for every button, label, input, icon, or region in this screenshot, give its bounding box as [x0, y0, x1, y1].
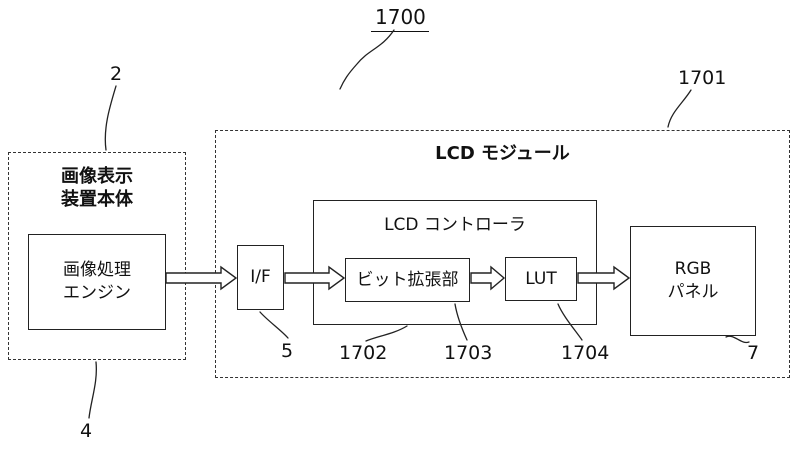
leader-line-1701: [667, 89, 692, 128]
rgb-panel-label-line2: パネル: [667, 282, 719, 302]
image-processing-engine-box: 画像処理 エンジン: [28, 234, 166, 330]
rgb-panel-box: RGB パネル: [630, 226, 756, 336]
rgb-panel-label-line1: RGB: [674, 259, 712, 280]
leader-line-1700: [339, 29, 395, 90]
lut-box: LUT: [505, 257, 577, 301]
device-body-title: 画像表示 装置本体: [9, 165, 185, 212]
leader-line-4: [88, 361, 98, 419]
lcd-module-dashed-box: LCD モジュール: [215, 130, 790, 378]
leader-line-2: [104, 85, 117, 151]
device-body-title-line2: 装置本体: [61, 189, 133, 211]
ref-rgb-panel: 7: [747, 342, 760, 364]
device-body-dashed-box: 画像表示 装置本体: [8, 152, 186, 360]
engine-label-line2: エンジン: [63, 283, 131, 303]
bit-extension-label: ビット拡張部: [356, 269, 459, 290]
lut-label: LUT: [525, 268, 557, 289]
rgb-panel-label: RGB パネル: [668, 258, 719, 304]
lcd-module-title: LCD モジュール: [435, 143, 570, 164]
device-body-title-line1: 画像表示: [61, 166, 133, 187]
ref-bit-extension: 1703: [444, 342, 493, 364]
engine-label-line1: 画像処理: [63, 260, 131, 281]
ref-lcd-module: 1701: [678, 67, 727, 89]
interface-label: I/F: [250, 267, 271, 288]
ref-device: 2: [110, 63, 123, 85]
figure-ref-main: 1700: [371, 5, 429, 32]
ref-device-body: 4: [80, 420, 93, 442]
interface-box: I/F: [237, 245, 284, 310]
ref-interface: 5: [281, 340, 294, 362]
bit-extension-box: ビット拡張部: [345, 258, 470, 302]
lcd-controller-title: LCD コントローラ: [384, 215, 526, 235]
ref-lut: 1704: [561, 342, 610, 364]
ref-lcd-controller: 1702: [339, 342, 388, 364]
engine-label: 画像処理 エンジン: [63, 259, 131, 305]
